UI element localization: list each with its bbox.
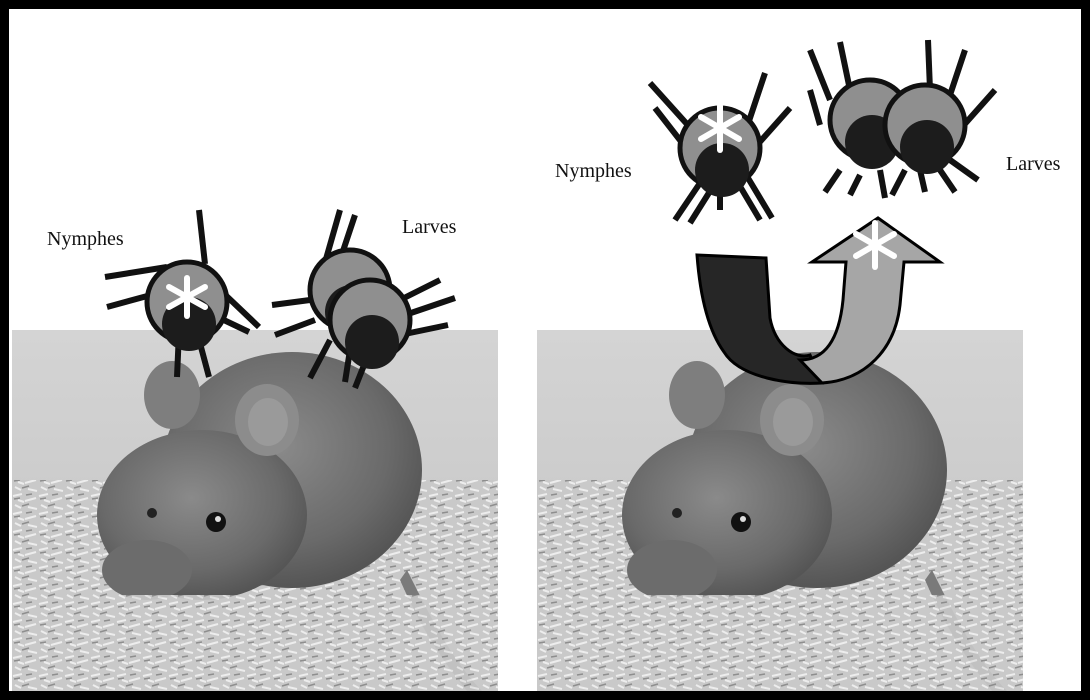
nymphs-label-right: Nymphes xyxy=(555,160,632,182)
larvae-label-right: Larves xyxy=(1006,153,1061,175)
right-panel: Nymphes Larves xyxy=(537,40,1061,691)
nymph-tick-right xyxy=(650,73,790,223)
mouse-photo-right xyxy=(537,330,1023,691)
nymphs-label-left: Nymphes xyxy=(47,228,124,250)
mouse-photo-left xyxy=(12,330,498,691)
larvae-ticks-right xyxy=(810,40,995,198)
larvae-label-left: Larves xyxy=(402,216,457,238)
left-panel: Nymphes Larves xyxy=(12,210,498,691)
